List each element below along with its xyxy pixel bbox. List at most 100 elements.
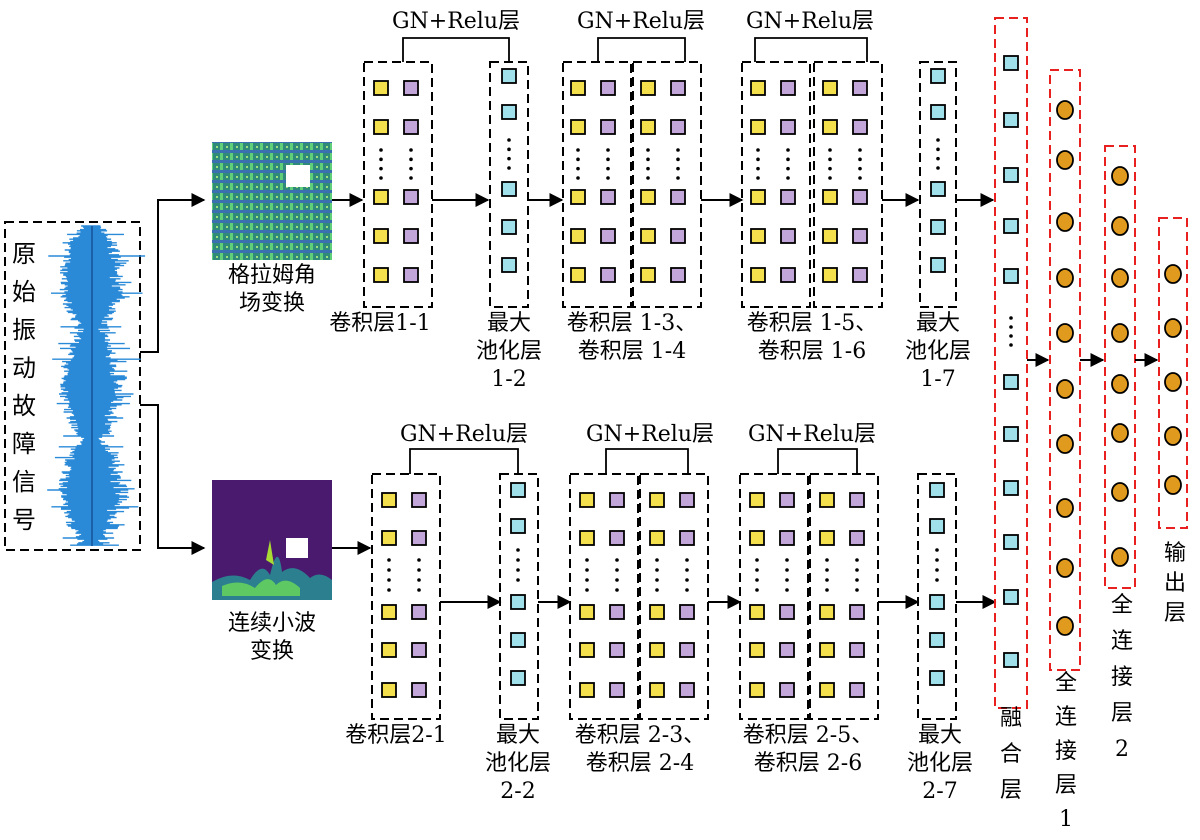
pool-layer-label: 2-7 bbox=[922, 779, 957, 804]
ellipsis-dot bbox=[685, 588, 689, 592]
fc2-neuron bbox=[1111, 268, 1129, 288]
ellipsis-dot bbox=[785, 568, 789, 572]
conv-feature-purple bbox=[780, 267, 796, 283]
conv-feature-yellow bbox=[649, 492, 665, 508]
fusion-feature bbox=[1003, 426, 1019, 442]
pool-feature bbox=[510, 632, 526, 648]
pool-layer-label: 最大 bbox=[496, 723, 540, 748]
ellipsis-dot bbox=[935, 568, 939, 572]
conv-feature-purple bbox=[670, 189, 686, 205]
conv-feature-yellow bbox=[570, 119, 586, 135]
cwt-transform-label: 连续小波 bbox=[228, 611, 316, 636]
conv-feature-yellow bbox=[749, 530, 765, 546]
input-label-char: 始 bbox=[12, 278, 36, 306]
pool-layer-label: 最大 bbox=[918, 723, 962, 748]
pool-layer-2-2 bbox=[499, 473, 539, 720]
input-label-char: 信 bbox=[12, 468, 36, 496]
conv-layer-label: 卷积层 1-4 bbox=[578, 339, 686, 364]
ellipsis-dot bbox=[676, 148, 680, 152]
gn-relu-bracket bbox=[597, 37, 686, 62]
ellipsis-dot bbox=[936, 166, 940, 170]
conv-feature-yellow bbox=[749, 642, 765, 658]
conv-feature-yellow bbox=[373, 119, 389, 135]
conv-feature-purple bbox=[780, 228, 796, 244]
conv-layer-label: 卷积层 2-5、 bbox=[743, 723, 873, 748]
ellipsis-dot bbox=[387, 588, 391, 592]
pool-layer-label: 最大 bbox=[916, 311, 960, 336]
ellipsis-dot bbox=[936, 147, 940, 152]
ellipsis-dot bbox=[576, 157, 580, 162]
conv-feature-yellow bbox=[373, 189, 389, 205]
pool-feature bbox=[929, 518, 945, 534]
gn-relu-bracket bbox=[409, 448, 519, 474]
ellipsis-dot bbox=[786, 176, 790, 180]
ellipsis-dot bbox=[685, 568, 689, 572]
fc1-neuron bbox=[1056, 434, 1074, 454]
conv-layer-1-1 bbox=[363, 61, 433, 308]
conv-layer-2-1 bbox=[371, 473, 441, 720]
conv-feature-purple bbox=[779, 604, 795, 620]
fc1-neuron bbox=[1056, 150, 1074, 170]
ellipsis-dot bbox=[409, 148, 413, 152]
pool-feature bbox=[930, 181, 946, 197]
ellipsis-dot bbox=[825, 588, 829, 592]
conv-feature-yellow bbox=[381, 642, 397, 658]
ellipsis-dot bbox=[755, 588, 759, 592]
conv-feature-yellow bbox=[649, 530, 665, 546]
conv-feature-yellow bbox=[640, 80, 656, 96]
conv-feature-yellow bbox=[649, 642, 665, 658]
ellipsis-dot bbox=[379, 166, 383, 171]
pool-layer-label: 池化层 bbox=[476, 339, 542, 364]
fc2-neuron bbox=[1111, 323, 1129, 343]
conv-feature-yellow bbox=[749, 492, 765, 508]
conv-feature-purple bbox=[403, 80, 419, 96]
ellipsis-dot bbox=[858, 166, 862, 171]
fc2-neuron bbox=[1111, 482, 1129, 502]
signal-trace bbox=[47, 225, 146, 546]
pool-feature bbox=[510, 594, 526, 610]
output-layer-label: 输 bbox=[1164, 541, 1186, 566]
pool-layer-label: 池化层 bbox=[907, 751, 973, 776]
conv-feature-yellow bbox=[373, 80, 389, 96]
ellipsis-dot bbox=[858, 176, 862, 180]
ellipsis-dot bbox=[756, 176, 760, 180]
ellipsis-dot bbox=[615, 588, 619, 592]
ellipsis-dot bbox=[379, 148, 383, 152]
gn-relu-label: GN+Relu层 bbox=[748, 422, 876, 447]
conv-feature-purple bbox=[403, 119, 419, 135]
fc1-neuron bbox=[1056, 498, 1074, 518]
ellipsis-dot bbox=[387, 578, 391, 582]
ellipsis-dot bbox=[935, 578, 939, 582]
output-layer bbox=[1158, 217, 1188, 529]
ellipsis-dot bbox=[655, 568, 659, 572]
ellipsis-dot bbox=[606, 157, 610, 162]
conv-layer-2-3 bbox=[569, 473, 639, 720]
ellipsis-dot bbox=[855, 578, 859, 582]
fusion-feature bbox=[1003, 55, 1019, 71]
conv-feature-purple bbox=[600, 80, 616, 96]
ellipsis-dot bbox=[676, 166, 680, 171]
conv-feature-yellow bbox=[381, 492, 397, 508]
ellipsis-dot bbox=[755, 568, 759, 572]
conv-feature-purple bbox=[411, 492, 427, 508]
conv-feature-yellow bbox=[640, 267, 656, 283]
ellipsis-dot bbox=[646, 148, 650, 152]
fc2-neuron bbox=[1111, 166, 1129, 186]
conv-feature-purple bbox=[411, 642, 427, 658]
fc2-layer-label: 连 bbox=[1111, 629, 1133, 654]
conv-feature-purple bbox=[849, 642, 865, 658]
conv-feature-yellow bbox=[381, 682, 397, 698]
ellipsis-dot bbox=[507, 166, 511, 170]
conv-feature-purple bbox=[849, 682, 865, 698]
conv-feature-yellow bbox=[570, 267, 586, 283]
conv-feature-yellow bbox=[750, 189, 766, 205]
conv-feature-yellow bbox=[570, 80, 586, 96]
ellipsis-dot bbox=[379, 176, 383, 180]
conv-layer-2-5 bbox=[739, 473, 809, 720]
conv-feature-purple bbox=[780, 119, 796, 135]
ellipsis-dot bbox=[516, 568, 520, 572]
